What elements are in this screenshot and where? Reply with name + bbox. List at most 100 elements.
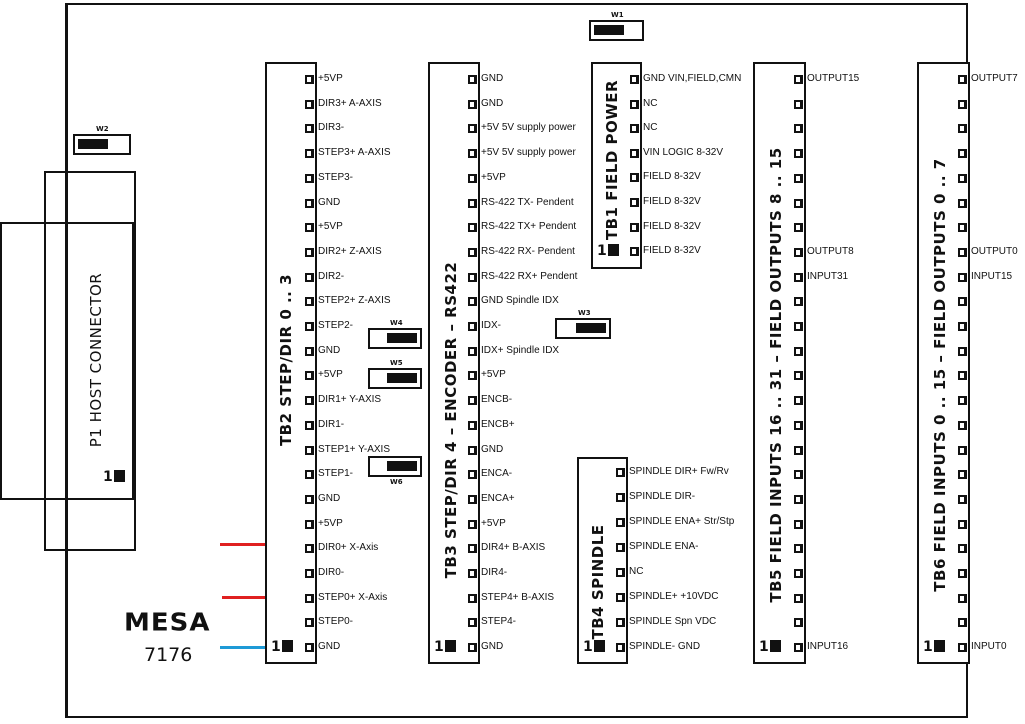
tb5-pin[interactable] xyxy=(794,470,803,479)
tb2-pin[interactable] xyxy=(305,618,314,627)
tb2-pin[interactable] xyxy=(305,544,314,553)
tb3-pin[interactable] xyxy=(468,520,477,529)
tb5-pin[interactable] xyxy=(794,297,803,306)
tb5-pin[interactable] xyxy=(794,322,803,331)
tb6-pin[interactable] xyxy=(958,273,967,282)
tb6-pin[interactable] xyxy=(958,520,967,529)
tb3-pin[interactable] xyxy=(468,297,477,306)
tb5-pin[interactable] xyxy=(794,421,803,430)
tb6-pin[interactable] xyxy=(958,75,967,84)
tb6-pin[interactable] xyxy=(958,544,967,553)
tb5-pin[interactable] xyxy=(794,594,803,603)
tb2-pin[interactable] xyxy=(305,643,314,652)
tb2-pin[interactable] xyxy=(305,322,314,331)
tb4-pin[interactable] xyxy=(616,493,625,502)
tb2-pin[interactable] xyxy=(305,594,314,603)
tb3-pin[interactable] xyxy=(468,174,477,183)
tb6-pin[interactable] xyxy=(958,322,967,331)
tb5-pin[interactable] xyxy=(794,396,803,405)
tb4-pin[interactable] xyxy=(616,618,625,627)
tb5-pin[interactable] xyxy=(794,643,803,652)
tb3-pin[interactable] xyxy=(468,75,477,84)
jumper-w1[interactable] xyxy=(589,20,644,41)
tb1-pin[interactable] xyxy=(630,149,639,158)
tb3-pin[interactable] xyxy=(468,248,477,257)
tb5-pin[interactable] xyxy=(794,223,803,232)
tb3-pin[interactable] xyxy=(468,371,477,380)
tb6-pin[interactable] xyxy=(958,124,967,133)
tb5-pin[interactable] xyxy=(794,446,803,455)
tb5-pin[interactable] xyxy=(794,273,803,282)
tb6-pin[interactable] xyxy=(958,199,967,208)
tb1-pin[interactable] xyxy=(630,100,639,109)
tb6-pin[interactable] xyxy=(958,149,967,158)
tb1-pin[interactable] xyxy=(630,198,639,207)
tb6-pin[interactable] xyxy=(958,248,967,257)
tb4-pin[interactable] xyxy=(616,543,625,552)
tb5-pin[interactable] xyxy=(794,199,803,208)
tb1-pin[interactable] xyxy=(630,75,639,84)
tb3-pin[interactable] xyxy=(468,470,477,479)
tb6-pin[interactable] xyxy=(958,470,967,479)
tb2-pin[interactable] xyxy=(305,446,314,455)
tb3-pin[interactable] xyxy=(468,544,477,553)
tb1-pin[interactable] xyxy=(630,124,639,133)
tb5-pin[interactable] xyxy=(794,124,803,133)
tb2-pin[interactable] xyxy=(305,371,314,380)
tb3-pin[interactable] xyxy=(468,223,477,232)
tb3-pin[interactable] xyxy=(468,199,477,208)
tb6-pin[interactable] xyxy=(958,371,967,380)
tb5-pin[interactable] xyxy=(794,100,803,109)
tb5-pin[interactable] xyxy=(794,75,803,84)
tb1-pin[interactable] xyxy=(630,173,639,182)
tb6-pin[interactable] xyxy=(958,569,967,578)
tb2-pin[interactable] xyxy=(305,273,314,282)
tb4-pin[interactable] xyxy=(616,643,625,652)
tb3-pin[interactable] xyxy=(468,149,477,158)
tb2-pin[interactable] xyxy=(305,347,314,356)
tb3-pin[interactable] xyxy=(468,124,477,133)
tb3-pin[interactable] xyxy=(468,569,477,578)
tb3-pin[interactable] xyxy=(468,495,477,504)
tb2-pin[interactable] xyxy=(305,297,314,306)
tb3-pin[interactable] xyxy=(468,100,477,109)
tb3-pin[interactable] xyxy=(468,421,477,430)
tb3-pin[interactable] xyxy=(468,618,477,627)
tb2-pin[interactable] xyxy=(305,495,314,504)
tb4-pin[interactable] xyxy=(616,518,625,527)
jumper-w4[interactable] xyxy=(368,328,422,349)
tb3-pin[interactable] xyxy=(468,643,477,652)
tb6-pin[interactable] xyxy=(958,594,967,603)
tb6-pin[interactable] xyxy=(958,495,967,504)
tb2-pin[interactable] xyxy=(305,149,314,158)
tb2-pin[interactable] xyxy=(305,174,314,183)
tb6-pin[interactable] xyxy=(958,297,967,306)
jumper-w5[interactable] xyxy=(368,368,422,389)
tb1-pin[interactable] xyxy=(630,223,639,232)
tb3-pin[interactable] xyxy=(468,594,477,603)
tb3-pin[interactable] xyxy=(468,273,477,282)
jumper-w3[interactable] xyxy=(555,318,611,339)
tb2-pin[interactable] xyxy=(305,396,314,405)
tb5-pin[interactable] xyxy=(794,544,803,553)
tb5-pin[interactable] xyxy=(794,618,803,627)
tb2-pin[interactable] xyxy=(305,124,314,133)
tb6-pin[interactable] xyxy=(958,223,967,232)
tb4-pin[interactable] xyxy=(616,593,625,602)
tb5-pin[interactable] xyxy=(794,569,803,578)
tb3-pin[interactable] xyxy=(468,446,477,455)
tb2-pin[interactable] xyxy=(305,248,314,257)
jumper-w2[interactable] xyxy=(73,134,131,155)
tb5-pin[interactable] xyxy=(794,174,803,183)
tb3-pin[interactable] xyxy=(468,396,477,405)
tb2-pin[interactable] xyxy=(305,100,314,109)
tb3-pin[interactable] xyxy=(468,347,477,356)
tb2-pin[interactable] xyxy=(305,470,314,479)
tb1-pin[interactable] xyxy=(630,247,639,256)
tb6-pin[interactable] xyxy=(958,421,967,430)
tb2-pin[interactable] xyxy=(305,569,314,578)
tb5-pin[interactable] xyxy=(794,149,803,158)
tb6-pin[interactable] xyxy=(958,643,967,652)
tb2-pin[interactable] xyxy=(305,75,314,84)
tb6-pin[interactable] xyxy=(958,174,967,183)
